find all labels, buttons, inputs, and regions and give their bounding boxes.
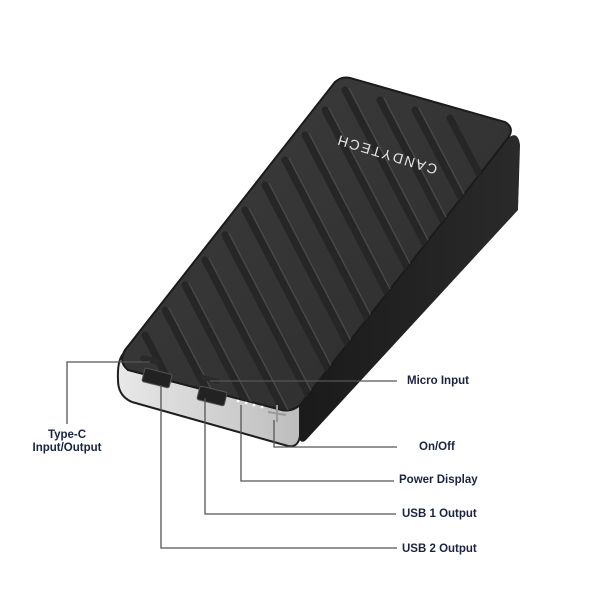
label-micro-input: Micro Input xyxy=(407,375,469,387)
type-c-port xyxy=(140,355,160,365)
leader-type-c xyxy=(66,361,150,424)
leader-power-display xyxy=(240,405,394,482)
label-power-display: Power Display xyxy=(399,474,478,486)
label-type-c: Type-C Input/Output xyxy=(32,429,102,454)
leader-usb2 xyxy=(160,385,397,549)
power-display-leds xyxy=(236,399,264,409)
label-usb1-output: USB 1 Output xyxy=(402,508,477,520)
leader-lines xyxy=(66,361,397,549)
leader-usb1 xyxy=(204,398,396,515)
micro-port xyxy=(200,375,221,384)
usb2-port xyxy=(141,367,173,389)
leader-onoff xyxy=(273,420,397,448)
onoff-button xyxy=(267,405,287,422)
label-on-off: On/Off xyxy=(419,441,455,453)
label-usb2-output: USB 2 Output xyxy=(402,543,477,555)
device-side xyxy=(296,135,520,442)
